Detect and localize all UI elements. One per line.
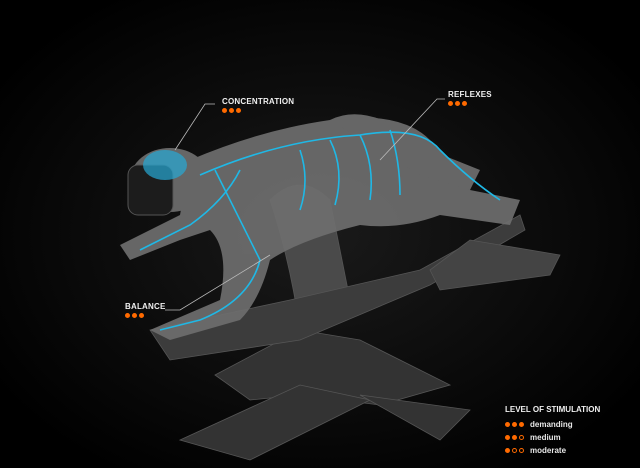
legend-item-demanding: demanding [505, 420, 600, 429]
legend-rating [505, 435, 524, 440]
rating-dot [505, 448, 510, 453]
rating-dot [125, 313, 130, 318]
rating-dot [448, 101, 453, 106]
reflexes-label: REFLEXES [448, 90, 492, 99]
rating-dot [462, 101, 467, 106]
balance-rating [125, 313, 144, 318]
reflexes-rating [448, 101, 467, 106]
rating-dot [139, 313, 144, 318]
legend-item-medium: medium [505, 433, 600, 442]
rating-dot [505, 422, 510, 427]
legend-rating [505, 422, 524, 427]
concentration-label: CONCENTRATION [222, 97, 295, 106]
rating-dot-empty [519, 448, 524, 453]
rating-dot [229, 108, 234, 113]
balance-label: BALANCE [125, 302, 166, 311]
rating-dot-empty [512, 448, 517, 453]
legend-label: moderate [530, 446, 567, 455]
concentration-rating [222, 108, 241, 113]
legend-label: medium [530, 433, 561, 442]
rating-dot [519, 422, 524, 427]
rating-dot [512, 435, 517, 440]
rating-dot [236, 108, 241, 113]
machine-base [149, 184, 561, 461]
rating-dot [222, 108, 227, 113]
rating-dot [455, 101, 460, 106]
nerve-lines [139, 129, 501, 331]
rating-dot [132, 313, 137, 318]
stimulation-legend: LEVEL OF STIMULATION demanding medium mo… [505, 405, 600, 459]
legend-label: demanding [530, 420, 573, 429]
vr-headset [127, 150, 187, 216]
rating-dot [505, 435, 510, 440]
callout-lines [165, 98, 445, 311]
rating-dot [512, 422, 517, 427]
legend-rating [505, 448, 524, 453]
legend-item-moderate: moderate [505, 446, 600, 455]
rating-dot-empty [519, 435, 524, 440]
legend-title: LEVEL OF STIMULATION [505, 405, 601, 414]
